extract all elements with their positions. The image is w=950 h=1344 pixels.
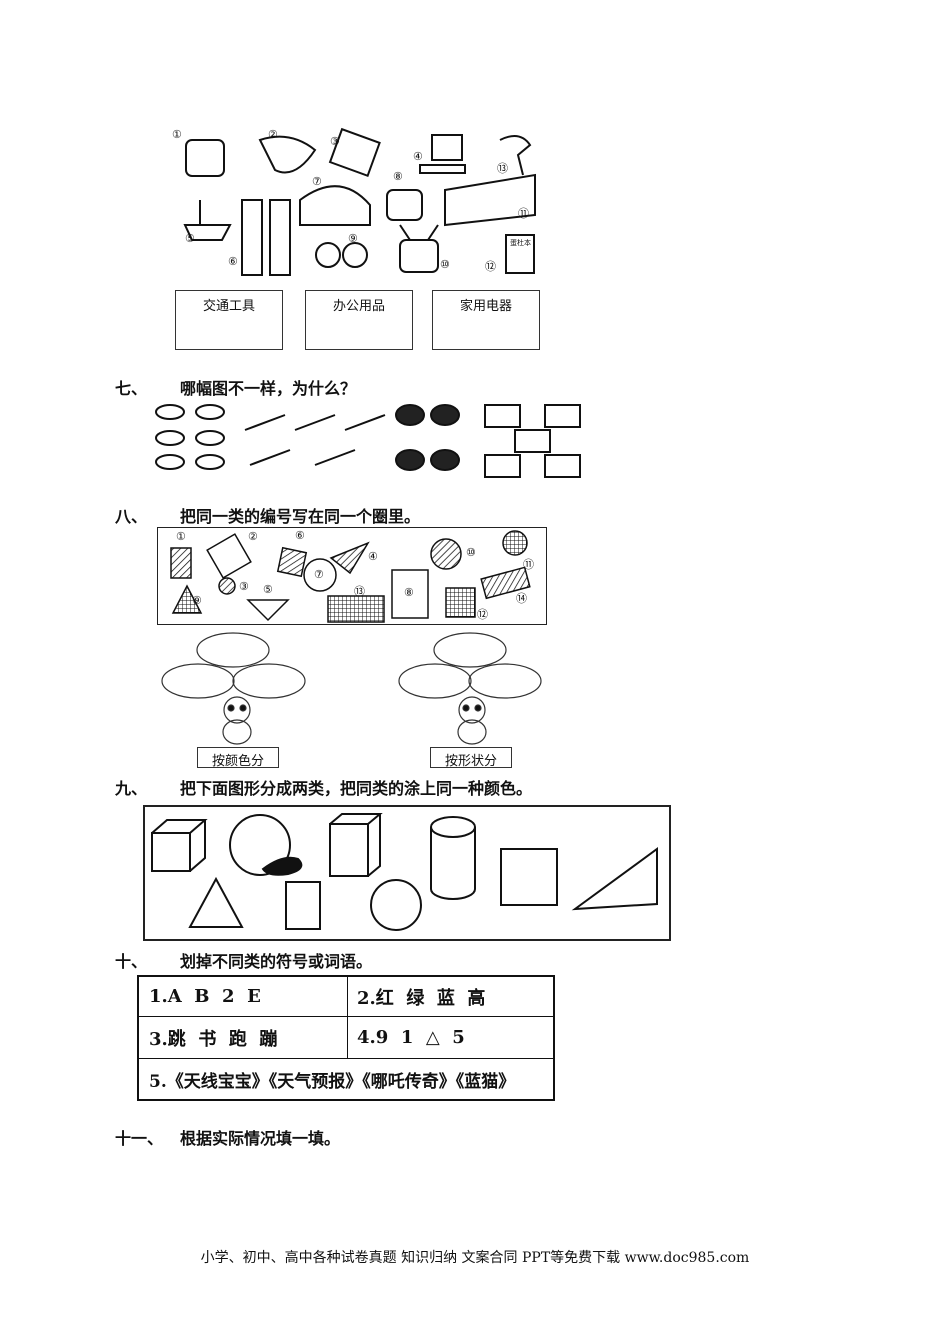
item-number: ⑧ (393, 170, 403, 183)
ant-icon (155, 404, 225, 470)
panda-icon (457, 696, 487, 745)
shadow-blob (261, 856, 303, 876)
shape-number: ⑩ (466, 546, 476, 559)
item-number: ⑩ (440, 258, 450, 271)
book-icon (328, 127, 381, 178)
shape-number: ③ (239, 580, 249, 593)
table-cell[interactable]: 3.跳 书 跑 蹦 (149, 1028, 278, 1050)
notebook-icon (505, 234, 535, 274)
table-cell[interactable]: 1.A B 2 E (149, 986, 261, 1007)
category-box-transport[interactable]: 交通工具 (175, 290, 283, 350)
geometric-shapes[interactable] (145, 807, 669, 939)
panda-icon (222, 696, 252, 745)
telephone-icon (258, 135, 317, 174)
bus-icon (444, 173, 536, 227)
shape-number: ① (176, 530, 186, 543)
animals-illustration (155, 404, 581, 478)
rice-cooker-icon (185, 139, 225, 177)
triangle-shape (188, 876, 244, 928)
category-box-office[interactable]: 办公用品 (305, 290, 413, 350)
circle-shape-small (370, 879, 422, 931)
computer-icon (431, 134, 463, 161)
question-text: 哪幅图不一样，为什么？ (180, 379, 357, 398)
notebook-title: 蛋杜本 (510, 239, 531, 247)
question-text: 根据实际情况填一填。 (180, 1129, 341, 1148)
footer-text: 小学、初中、高中各种试卷真题 知识归纳 文案合同 PPT等免费下载 www.do… (200, 1250, 750, 1266)
hair-dryer-icon (499, 135, 532, 176)
car-icon (299, 185, 371, 226)
cube-icon (151, 819, 208, 872)
question-text: 把下面图形分成两类，把同类的涂上同一种颜色。 (180, 779, 533, 798)
objects-illustration (183, 127, 536, 276)
question-number: 八、 (115, 507, 148, 526)
shape-number: ⑭ (516, 592, 527, 605)
question-text: 把同一类的编号写在同一个圈里。 (180, 507, 421, 526)
rectangle-shape (285, 881, 321, 930)
odd-one-out-table: 1.A B 2 E 2.红 绿 蓝 高 3.跳 书 跑 蹦 4.9 1 △ 5 … (137, 975, 555, 1101)
item-number: ⑫ (485, 260, 496, 273)
item-number: ⑬ (497, 162, 508, 175)
bee-icon (395, 404, 460, 471)
item-number: ④ (413, 150, 423, 163)
item-number: ⑥ (228, 255, 238, 268)
ship-icon (183, 200, 232, 241)
shapes-box: ① ② ③ ④ ⑤ ⑥ ⑦ ⑧ ⑨ ⑩ ⑪ ⑫ ⑬ ⑭ (157, 527, 547, 625)
speaker-icon (241, 199, 263, 276)
item-number: ② (268, 128, 278, 141)
answer-ovals[interactable] (155, 630, 555, 750)
right-triangle-shape (571, 847, 658, 911)
shape-number: ⑧ (404, 586, 414, 599)
cuboid-icon (329, 813, 383, 877)
shape-number: ⑦ (314, 568, 324, 581)
table-cell[interactable]: 5.《天线宝宝》《天气预报》《哪吒传奇》《蓝猫》 (149, 1071, 516, 1092)
category-box-appliances[interactable]: 家用电器 (432, 290, 540, 350)
item-number: ⑨ (348, 232, 358, 245)
shape-number: ⑪ (523, 558, 534, 571)
question-number: 七、 (115, 379, 148, 398)
cylinder-icon (430, 816, 476, 900)
item-number: ⑪ (518, 207, 529, 220)
radio-icon (386, 189, 423, 221)
shape-number: ⑫ (477, 608, 488, 621)
item-number: ③ (330, 135, 340, 148)
table-cell[interactable]: 4.9 1 △ 5 (357, 1027, 465, 1048)
item-number: ① (172, 128, 182, 141)
question-text: 划掉不同类的符号或词语。 (180, 952, 373, 971)
shapes-coloring-box (143, 805, 671, 941)
item-number: ⑤ (185, 232, 195, 245)
mantis-icon (244, 414, 386, 466)
newspaper-icon (484, 404, 581, 478)
table-cell[interactable]: 2.红 绿 蓝 高 (357, 987, 486, 1009)
circle-shape (229, 814, 291, 876)
tv-icon (399, 239, 439, 273)
label-by-color: 按颜色分 (197, 747, 279, 769)
bicycle-icon (315, 242, 341, 268)
shape-number: ⑤ (263, 583, 273, 596)
label-by-shape: 按形状分 (430, 747, 512, 769)
square-shape (500, 848, 558, 906)
shape-number: ⑥ (295, 529, 305, 542)
shapes-illustration (170, 530, 531, 623)
shape-number: ⑨ (192, 594, 202, 607)
question-number: 十、 (115, 952, 148, 971)
question-number: 十一、 (115, 1129, 164, 1148)
question-number: 九、 (115, 779, 148, 798)
shape-number: ② (248, 530, 258, 543)
item-number: ⑦ (312, 175, 322, 188)
shape-number: ④ (368, 550, 378, 563)
shape-number: ⑬ (354, 585, 365, 598)
